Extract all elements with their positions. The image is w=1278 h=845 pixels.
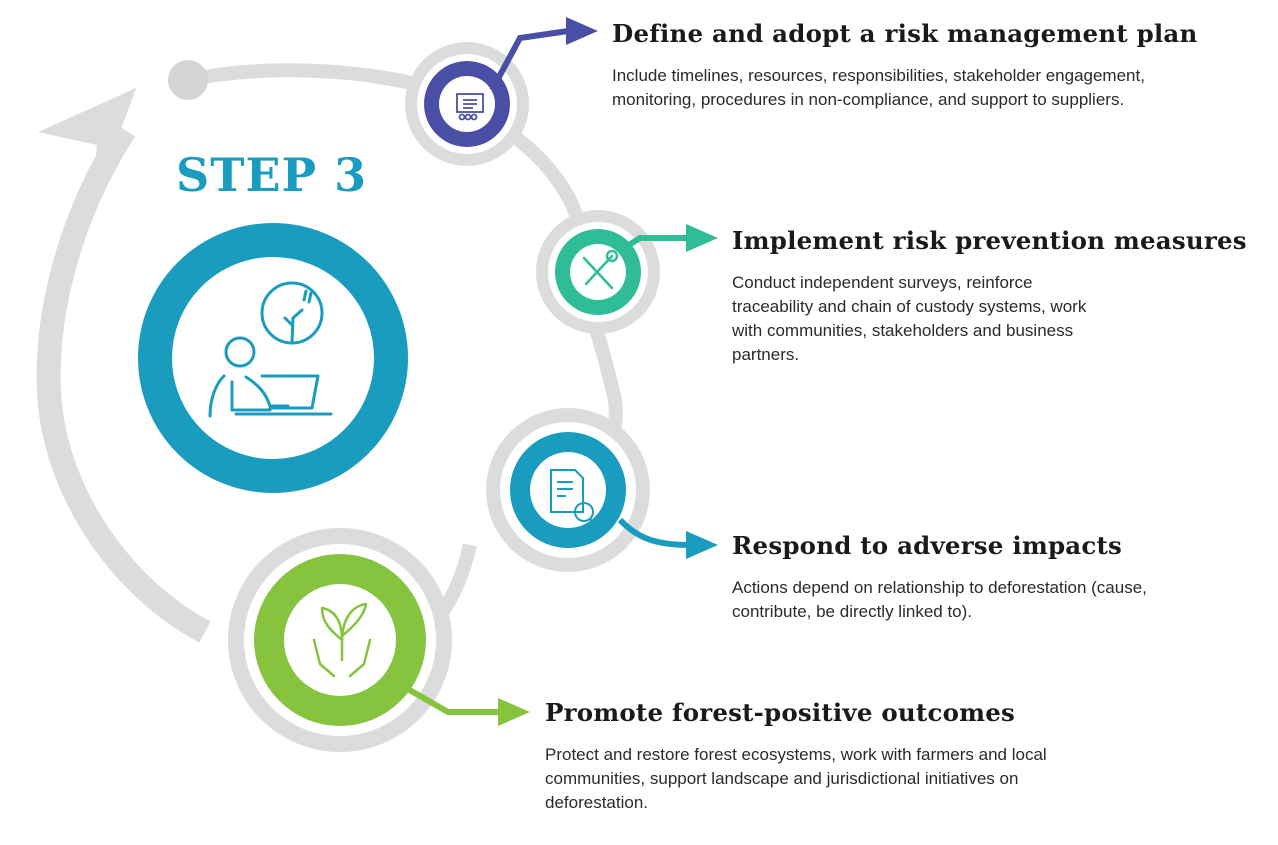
item-forest-positive-outcomes: Promote forest-positive outcomes Protect… — [545, 698, 1105, 815]
item-title: Define and adopt a risk management plan — [612, 19, 1198, 48]
cycle-loop-arc — [36, 123, 211, 643]
cycle-arrowhead — [38, 88, 136, 210]
document-magnifier-icon — [550, 469, 599, 528]
plan-arrowhead — [566, 17, 598, 45]
item-description: Conduct independent surveys, reinforce t… — [732, 273, 1087, 364]
item-risk-prevention: Implement risk prevention measures Condu… — [732, 226, 1247, 367]
item-description: Protect and restore forest ecosystems, w… — [545, 745, 1047, 812]
step-badge-ring — [138, 223, 408, 493]
forest-node-inner — [284, 584, 396, 696]
prevention-connector — [616, 235, 690, 255]
plan-connector — [489, 28, 569, 92]
respond-arrowhead — [686, 531, 718, 559]
respond-connector — [617, 517, 691, 548]
item-risk-management-plan: Define and adopt a risk management plan … — [612, 19, 1198, 112]
cycle-top-arc — [186, 63, 422, 92]
prevention-arrowhead — [686, 224, 718, 252]
item-title: Respond to adverse impacts — [732, 531, 1122, 560]
forest-connector — [390, 677, 500, 715]
item-respond-adverse-impacts: Respond to adverse impacts Actions depen… — [732, 531, 1172, 624]
presentation-board-icon — [456, 93, 484, 121]
item-title: Implement risk prevention measures — [732, 226, 1247, 255]
item-description: Include timelines, resources, responsibi… — [612, 66, 1145, 109]
hands-sprout-icon — [312, 602, 372, 678]
item-title: Promote forest-positive outcomes — [545, 698, 1016, 727]
wrench-screwdriver-icon — [582, 249, 619, 290]
person-thinking-icon — [208, 281, 333, 418]
cycle-start-dot — [168, 60, 208, 100]
item-description: Actions depend on relationship to defore… — [732, 578, 1147, 621]
step-title: STEP 3 — [176, 148, 368, 202]
forest-arrowhead — [498, 698, 530, 726]
